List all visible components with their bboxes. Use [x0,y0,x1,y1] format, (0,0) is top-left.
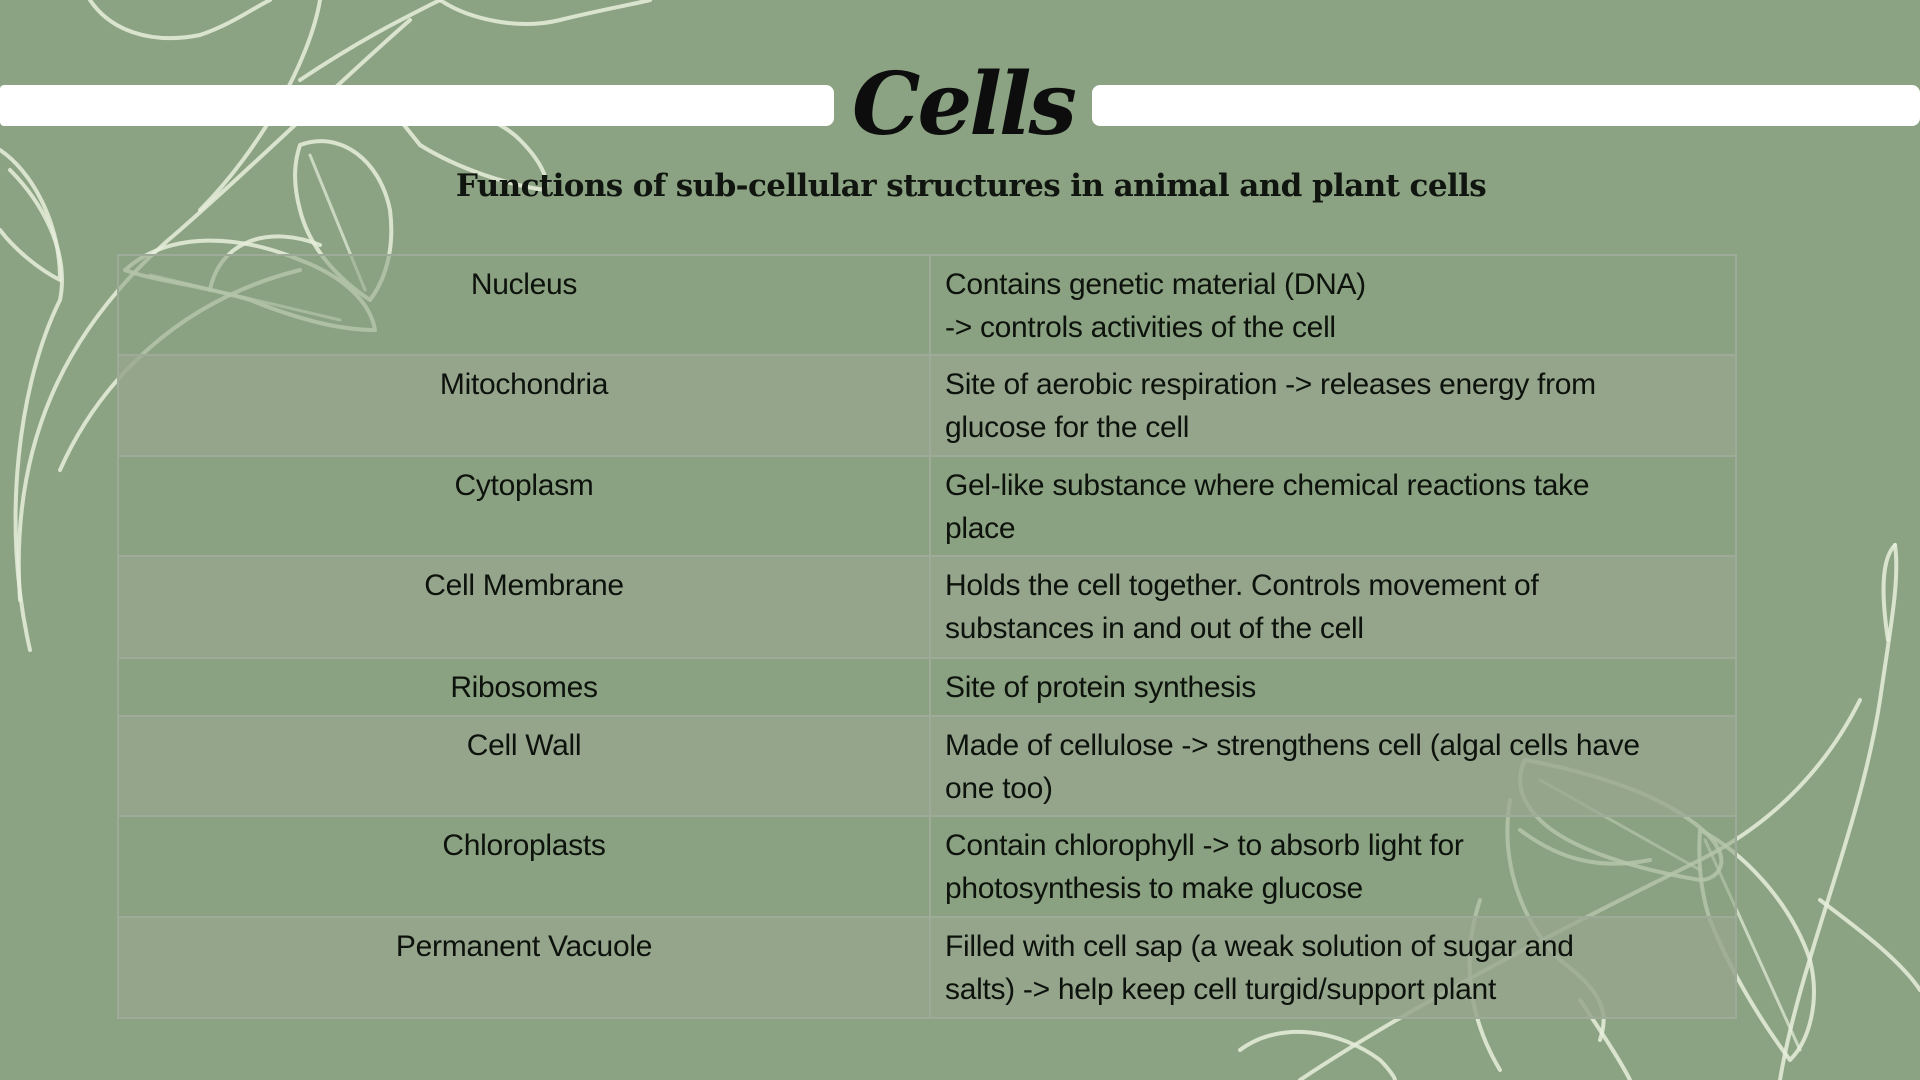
function-text-line: Site of aerobic respiration -> releases … [945,368,1596,401]
function-text-line: Gel-like substance where chemical reacti… [945,469,1590,502]
function-text-line: glucose for the cell [945,411,1190,444]
function-cell: Made of cellulose -> strengthens cell (a… [929,715,1737,817]
function-text-line: place [945,512,1016,545]
structure-name-cell: Nucleus [117,254,931,356]
function-text-line: Filled with cell sap (a weak solution of… [945,930,1574,963]
function-cell: Filled with cell sap (a weak solution of… [929,916,1737,1019]
function-text-line: Holds the cell together. Controls moveme… [945,569,1539,602]
table-row: Chloroplasts Contain chlorophyll -> to a… [117,815,1737,918]
function-text-line: photosynthesis to make glucose [945,872,1363,905]
table-row: Ribosomes Site of protein synthesis [117,657,1737,717]
title-accent-bar-right [1092,85,1920,126]
function-text-line: Contains genetic material (DNA) [945,268,1366,301]
cell-structures-table: Nucleus Contains genetic material (DNA) … [117,254,1737,1019]
structure-name-cell: Ribosomes [117,657,931,717]
table-row: Nucleus Contains genetic material (DNA) … [117,254,1737,356]
function-text-line: substances in and out of the cell [945,612,1364,645]
function-cell: Holds the cell together. Controls moveme… [929,555,1737,659]
table-row: Cytoplasm Gel-like substance where chemi… [117,455,1737,557]
structure-name-cell: Chloroplasts [117,815,931,918]
table-row: Mitochondria Site of aerobic respiration… [117,354,1737,457]
table-row: Permanent Vacuole Filled with cell sap (… [117,916,1737,1019]
function-cell: Site of aerobic respiration -> releases … [929,354,1737,457]
slide-title: Cells [852,54,1077,155]
function-text-line: one too) [945,772,1053,805]
function-cell: Gel-like substance where chemical reacti… [929,455,1737,557]
structure-name-cell: Cytoplasm [117,455,931,557]
function-text-line: -> controls activities of the cell [945,311,1336,344]
function-text-line: Made of cellulose -> strengthens cell (a… [945,729,1640,762]
slide-subtitle: Functions of sub-cellular structures in … [455,168,1487,204]
table-row: Cell Wall Made of cellulose -> strengthe… [117,715,1737,817]
function-cell: Contains genetic material (DNA) -> contr… [929,254,1737,356]
structure-name-cell: Permanent Vacuole [117,916,931,1019]
function-cell: Site of protein synthesis [929,657,1737,717]
function-text-line: salts) -> help keep cell turgid/support … [945,973,1496,1006]
function-cell: Contain chlorophyll -> to absorb light f… [929,815,1737,918]
structure-name-cell: Cell Wall [117,715,931,817]
structure-name-cell: Cell Membrane [117,555,931,659]
function-text-line: Contain chlorophyll -> to absorb light f… [945,829,1464,862]
title-accent-bar-left [0,85,834,126]
structure-name-cell: Mitochondria [117,354,931,457]
function-text-line: Site of protein synthesis [945,671,1257,704]
table-row: Cell Membrane Holds the cell together. C… [117,555,1737,659]
